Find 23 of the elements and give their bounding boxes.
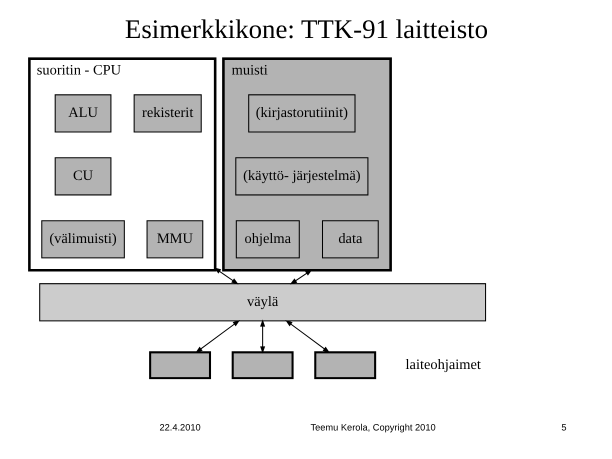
arrow — [260, 319, 265, 354]
node-box: (käyttö- järjestelmä) — [234, 157, 368, 196]
label: 22.4.2010 — [158, 422, 200, 432]
node-box — [231, 351, 294, 380]
node-box: CU — [54, 157, 111, 196]
diagram-title: Esimerkkikone: TTK-91 laitteisto — [124, 14, 488, 44]
node-box — [314, 351, 376, 380]
node-box: (välimuisti) — [40, 220, 124, 258]
node-box: MMU — [146, 220, 203, 258]
node-box: ALU — [54, 94, 111, 132]
arrow — [194, 320, 240, 353]
label: 5 — [560, 422, 566, 432]
arrow — [289, 269, 312, 284]
label: Teemu Kerola, Copyright 2010 — [310, 422, 436, 432]
node-box: ohjelma — [235, 220, 300, 258]
node-box: data — [321, 220, 378, 258]
node-box — [148, 351, 211, 380]
arrow — [284, 320, 330, 353]
label: laiteohjaimet — [405, 357, 480, 374]
node-box: rekisterit — [133, 94, 202, 132]
node-box: väylä — [38, 283, 486, 322]
arrow — [213, 267, 238, 285]
node-box: (kirjastorutiinit) — [248, 94, 356, 132]
